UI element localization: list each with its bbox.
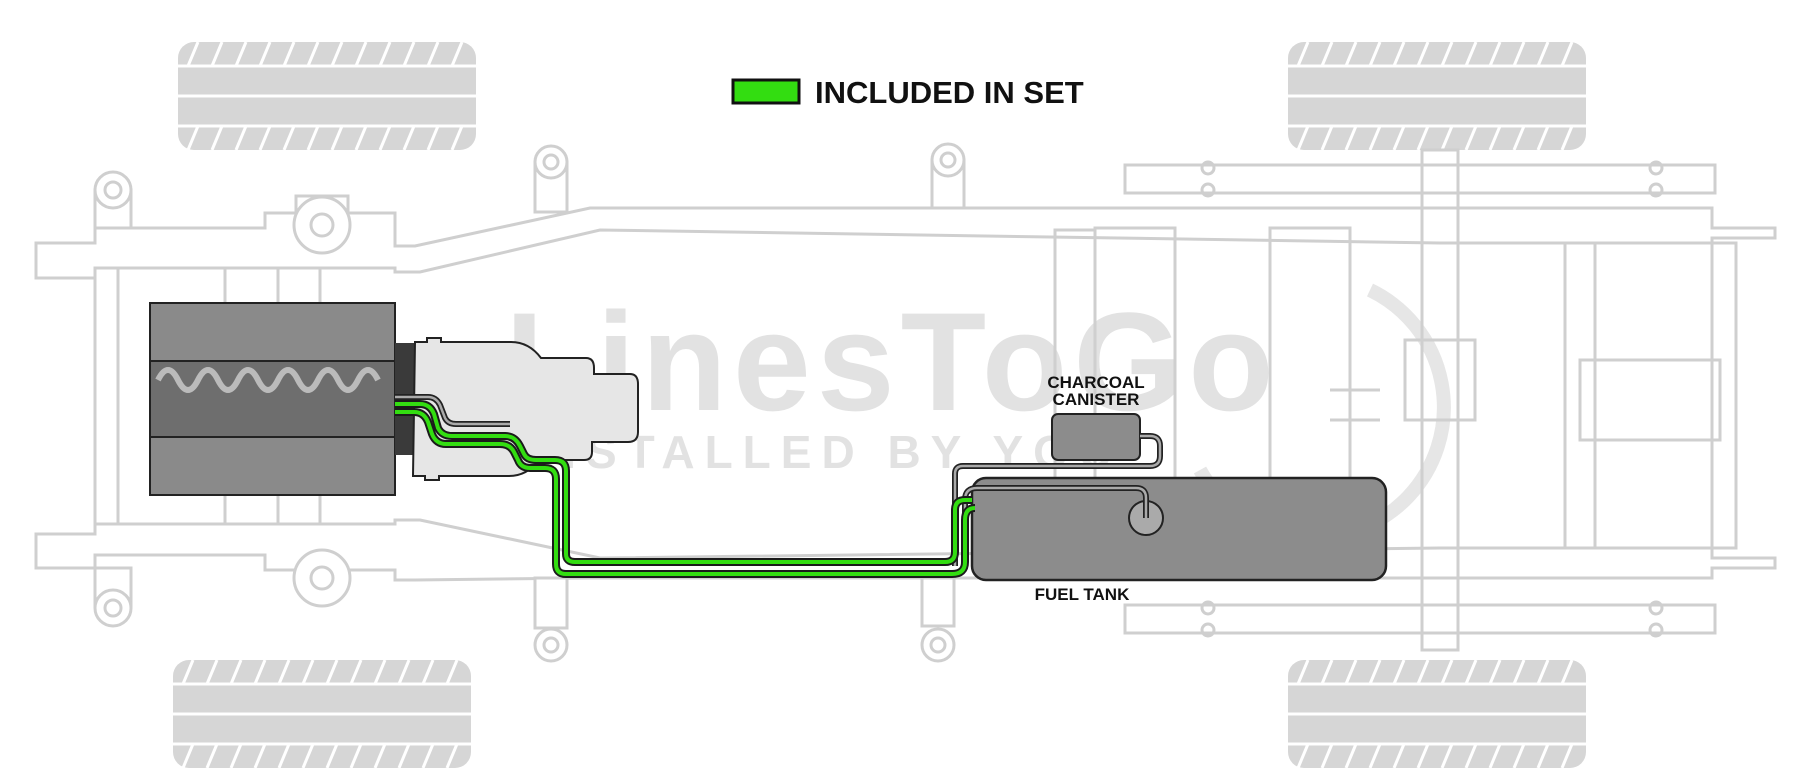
included-fuel-lines — [395, 400, 976, 578]
tire-front-top — [178, 41, 476, 151]
chassis-frame — [34, 142, 1777, 663]
tire-rear-bottom — [1288, 659, 1586, 769]
legend-label: INCLUDED IN SET — [815, 75, 1084, 110]
included-line-return — [395, 410, 976, 576]
charcoal-canister-label-line1: CHARCOAL — [1047, 373, 1144, 392]
fuel-tank — [970, 476, 1388, 582]
legend: INCLUDED IN SET — [731, 75, 1084, 110]
legend-swatch — [731, 78, 801, 105]
tire-front-bottom — [173, 659, 471, 769]
engine — [149, 302, 415, 496]
included-line-supply — [395, 402, 972, 564]
charcoal-canister — [1051, 413, 1141, 461]
charcoal-canister-label-line2: CANISTER — [1053, 390, 1140, 409]
vapor-line — [395, 394, 1163, 566]
tire-rear-top — [1288, 41, 1586, 151]
fuel-tank-label: FUEL TANK — [1035, 585, 1130, 604]
